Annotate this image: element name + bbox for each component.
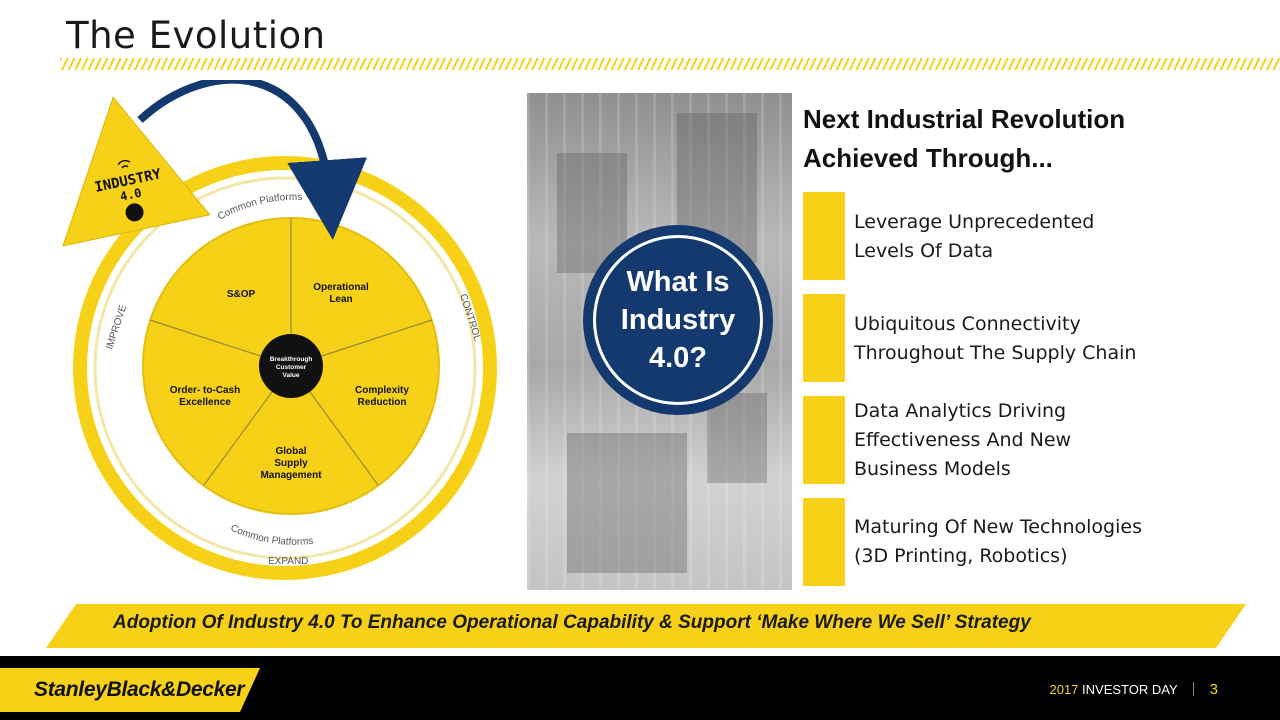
circle-line3: 4.0? [648,342,708,374]
item-bar-3 [803,396,845,484]
company-logo: StanleyBlack&Decker [34,678,245,701]
segment-order-to-cash-1: Order- to-Cash [170,385,241,396]
segment-order-to-cash-2: Excellence [179,397,231,408]
strategy-banner-bg [46,604,1246,648]
center-label-1: Breakthrough [270,356,313,363]
item-bar-4 [803,498,845,586]
revolution-heading: Next Industrial Revolution Achieved Thro… [803,100,1223,178]
circle-line1: What Is [626,266,730,298]
circle-line2: Industry [620,304,736,336]
item-1-line1: Leverage Unprecedented [854,211,1095,233]
item-2-line1: Ubiquitous Connectivity [854,313,1081,335]
logo-background [0,668,260,712]
heading-line1: Next Industrial Revolution [803,104,1126,134]
wheel-center [259,334,323,398]
segment-operational-lean-2: Lean [329,294,352,305]
list-item: Maturing Of New Technologies (3D Printin… [854,513,1254,571]
segment-global-1: Global [275,446,306,457]
item-3-line3: Business Models [854,458,1011,480]
what-is-industry-circle: What Is Industry 4.0? [583,225,773,415]
gear-icon [125,203,144,222]
item-4-line1: Maturing Of New Technologies [854,516,1142,538]
segment-complexity-2: Reduction [358,397,407,408]
segment-complexity-1: Complexity [355,385,409,396]
badge-line2: 4.0 [119,186,143,204]
footer-year: 2017 [1049,682,1079,697]
item-3-line1: Data Analytics Driving [854,400,1067,422]
footer-event: INVESTOR DAY [1082,682,1178,697]
page-number: 3 [1209,681,1218,698]
wifi-icon [117,159,131,169]
strategy-banner-text: Adoption Of Industry 4.0 To Enhance Oper… [113,612,1031,633]
item-bar-2 [803,294,845,382]
list-item: Data Analytics Driving Effectiveness And… [854,397,1254,484]
page-title: The Evolution [66,14,326,57]
item-4-line2: (3D Printing, Robotics) [854,545,1068,567]
industry-badge: INDUSTRY 4.0 [62,96,211,247]
segment-operational-lean-1: Operational [313,282,369,293]
list-item: Ubiquitous Connectivity Throughout The S… [854,310,1254,368]
item-1-line2: Levels Of Data [854,240,994,262]
segment-global-2: Supply [274,458,308,469]
heading-line2: Achieved Through... [803,143,1053,173]
footer-separator [1193,682,1195,696]
item-3-line2: Effectiveness And New [854,429,1072,451]
ring-label-base: EXPAND [268,556,308,567]
footer-info: 2017 INVESTOR DAY 3 [1049,681,1218,698]
item-2-line2: Throughout The Supply Chain [854,342,1137,364]
list-item: Leverage Unprecedented Levels Of Data [854,208,1254,266]
operating-model-wheel: S&OP Operational Lean Order- to-Cash Exc… [62,80,497,580]
curved-arrow [137,80,368,240]
segment-sop: S&OP [227,289,256,300]
center-label-3: Value [283,372,300,379]
title-hatch-divider [60,58,1280,70]
item-bar-1 [803,192,845,280]
center-label-2: Customer [276,364,307,371]
segment-global-3: Management [260,470,322,481]
